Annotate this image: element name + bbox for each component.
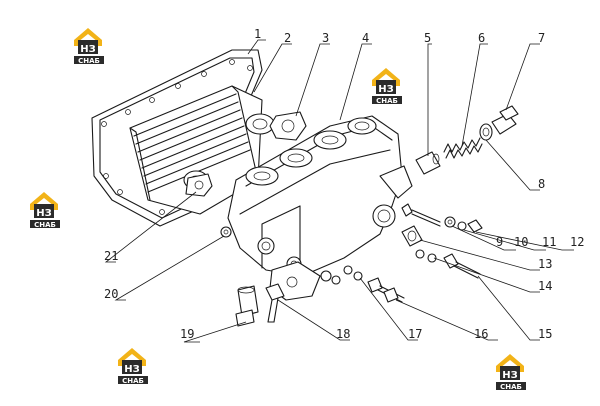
sleeve [415,151,441,175]
sender-unit [235,285,259,327]
adapter [401,225,423,247]
watermark-caption: СНАБ [34,221,56,229]
filter-housing [227,115,413,301]
callout-8: 8 [538,177,545,191]
watermark-mark: НЗ [36,208,51,219]
cooler-core [129,85,275,215]
callout-17: 17 [408,327,422,341]
callout-3: 3 [322,31,329,45]
plug-and-washer [479,105,519,141]
callout-1: 1 [254,27,261,41]
callout-16: 16 [474,327,488,341]
callout-2: 2 [284,31,291,45]
callout-10: 10 [514,235,528,249]
watermark-logo-top-left: НЗ СНАБ [74,28,104,65]
callout-20: 20 [104,287,118,301]
callout-12: 12 [570,235,584,249]
callout-19: 19 [180,327,194,341]
callout-labels: 1 2 3 4 5 6 7 8 9 10 11 12 13 14 15 16 1… [104,27,584,341]
mounting-bolts [320,265,405,303]
callout-14: 14 [538,279,552,293]
watermark-logo-center: НЗ СНАБ [372,68,402,105]
flange-gasket [185,111,307,197]
sensor [265,283,285,323]
stud-nut-washers [401,203,483,233]
watermark-caption: СНАБ [500,383,522,391]
watermark-logo-bottom-right: НЗ СНАБ [496,354,526,391]
callout-5: 5 [424,31,431,45]
callout-18: 18 [336,327,350,341]
callout-9: 9 [496,235,503,249]
callout-6: 6 [478,31,485,45]
callout-21: 21 [104,249,118,263]
callout-11: 11 [542,235,556,249]
drain-plug [220,226,232,238]
long-bolt [415,249,481,279]
watermark-caption: СНАБ [78,57,100,65]
watermark-logo-left: НЗ СНАБ [30,192,60,229]
watermark-caption: СНАБ [122,377,144,385]
callout-15: 15 [538,327,552,341]
callout-13: 13 [538,257,552,271]
watermark-mark: НЗ [124,364,139,375]
watermark-mark: НЗ [80,44,95,55]
watermark-logo-bottom-left: НЗ СНАБ [118,348,148,385]
watermark-caption: СНАБ [376,97,398,105]
watermark-mark: НЗ [378,84,393,95]
callout-7: 7 [538,31,545,45]
callout-4: 4 [362,31,369,45]
watermark-mark: НЗ [502,370,517,381]
leader-lines [104,39,574,343]
